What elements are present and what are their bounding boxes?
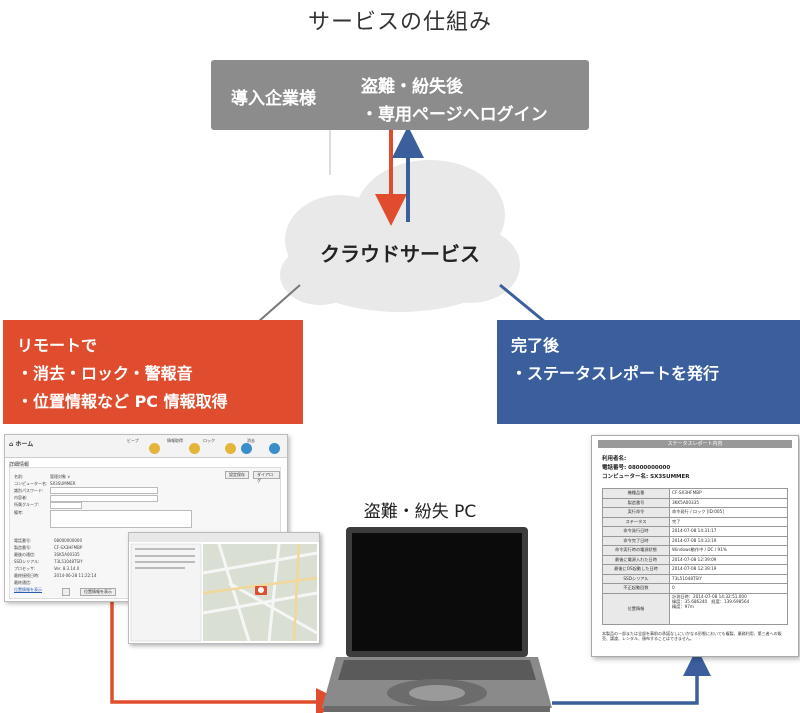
cloud-label: クラウドサービス [320, 242, 480, 266]
done-line1: 完了後 [511, 336, 560, 355]
company-action-line1: 盗難・紛失後 [361, 77, 463, 97]
report-row-key: 命令完了日時 [602, 535, 670, 546]
report-row-key: 最後にOS起動した日時 [602, 564, 670, 575]
report-row-value: 2014-07-08 12:39:19 [669, 564, 788, 575]
report-row-key: 実行命令 [602, 507, 670, 518]
report-location-line: 精度：97m [672, 603, 694, 609]
report-row-value: 2014-07-08 12:39:09 [669, 554, 788, 565]
admin-home: ⌂ ホーム [9, 441, 34, 448]
report-note: 本製品の一部または全部を事前の承諾なしにいかなる形態においても複製、業務利用、第… [602, 631, 782, 641]
map-graphic [129, 533, 319, 642]
report-row-value: CF-SX3HFMBP [669, 488, 788, 499]
admin-location-link[interactable]: 位置情報を表示 [14, 587, 42, 592]
remote-line1: リモートで [17, 336, 98, 355]
admin-nav-extra [219, 438, 255, 458]
pc-label: 盗難・紛失 PC [363, 502, 477, 522]
report-user: 利用者名: [602, 456, 627, 462]
report-phone: 電話番号: 08000000000 [602, 465, 671, 471]
page-title: サービスの仕組み [307, 10, 492, 35]
report-row-key: 命令発行日時 [602, 526, 670, 537]
admin-nav-wipe: 消去 [247, 438, 283, 458]
report-computer: コンピューター名: SX3SUMMER [602, 474, 690, 480]
report-row-key: 不正起動回数 [602, 583, 670, 594]
admin-field-box-1[interactable] [50, 487, 158, 494]
report-row: ステータス完了 [602, 516, 788, 527]
arrow-to-report-blue [552, 648, 711, 705]
laptop-illustration [322, 527, 552, 712]
report-row-key: 最後に電源入れた日時 [602, 554, 670, 565]
report-row-key: SSDシリアル [602, 573, 670, 584]
admin-nav-info: 情報取得 [167, 438, 203, 458]
admin-dialog-button[interactable]: ダイアログ [253, 471, 280, 483]
cloud-remote-line [257, 284, 301, 323]
admin-save-button[interactable]: 設定保存 [225, 471, 249, 479]
admin-notes-box[interactable] [50, 510, 192, 528]
map-screenshot [128, 532, 320, 644]
report-location-line: 緯度：35.686240 経度：139.698564 [672, 598, 750, 604]
admin-nav-lock: ロック [203, 438, 239, 458]
report-row-value: 命令発行 / ロック [ID:005] [669, 507, 788, 518]
report-row-value: Windows動作中 / DC / 91% [669, 545, 788, 556]
report-row-value: 0 [669, 583, 788, 594]
report-row-key: 製造番号 [602, 497, 670, 508]
report-title: ステータスレポート内容 [598, 440, 792, 448]
report-row-value: 73L51048TSIY [669, 573, 788, 584]
report-row-value: 完了 [669, 516, 788, 527]
admin-ok-button[interactable] [62, 588, 70, 596]
admin-nav-beep: ビープ [127, 438, 163, 458]
admin-group-select[interactable] [50, 502, 82, 509]
status-report-document: ステータスレポート内容 利用者名: 電話番号: 08000000000 コンピュ… [591, 435, 799, 657]
cloud-shape [280, 160, 520, 312]
report-row-value: 2014-07-08 14:31:17 [669, 526, 788, 537]
admin-field-box-2[interactable] [50, 495, 158, 502]
report-location-line: 計測日時：2014-07-08 14:32:51.000 [672, 593, 747, 599]
report-row-value: 3KK5A00335 [669, 497, 788, 508]
remote-line3: ・位置情報など PC 情報取得 [17, 392, 228, 411]
done-box: 完了後 ・ステータスレポートを発行 [497, 320, 800, 424]
company-action-line2: ・専用ページへログイン [361, 105, 548, 125]
report-row: 実行命令命令発行 / ロック [ID:005] [602, 507, 788, 518]
report-row-value: 2014-07-08 14:33:19 [669, 535, 788, 546]
admin-location-button[interactable]: 位置情報を表示 [80, 588, 116, 596]
cloud-done-line [499, 283, 546, 324]
report-row-key: 機種品番 [602, 488, 670, 499]
remote-box: リモートで ・消去・ロック・警報音 ・位置情報など PC 情報取得 [3, 320, 303, 424]
report-row-key: 命令実行時の電源状態 [602, 545, 670, 556]
report-location-key: 位置情報 [602, 592, 670, 625]
admin-section-title: 詳細情報 [9, 462, 30, 468]
report-row-key: ステータス [602, 516, 670, 527]
remote-line2: ・消去・ロック・警報音 [17, 364, 193, 383]
arrow-to-pc-orange [110, 600, 344, 713]
admin-header: ⌂ ホーム ビープ 情報取得 ロック 消去 [5, 435, 287, 458]
company-label: 導入企業様 [231, 89, 316, 109]
done-line2: ・ステータスレポートを発行 [511, 364, 720, 383]
company-box: 導入企業様 盗難・紛失後 ・専用ページへログイン [211, 60, 589, 130]
